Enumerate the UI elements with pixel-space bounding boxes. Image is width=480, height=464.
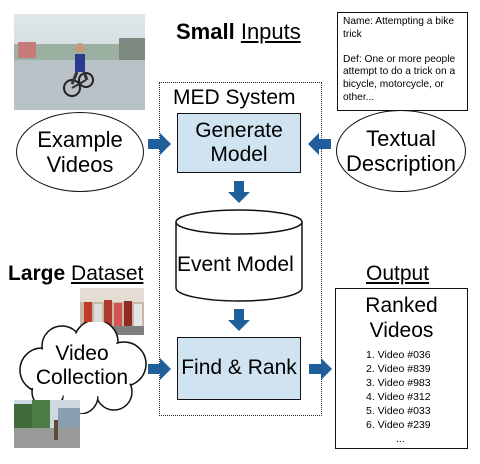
list-item: 1. Video #036 <box>366 349 431 362</box>
dataset-label: Dataset <box>71 262 144 285</box>
video-collection-label: Video Collection <box>35 342 129 390</box>
ranked-videos-title: Ranked Videos <box>365 294 438 343</box>
video-collection-cloud <box>19 322 147 414</box>
find-rank-label: Find & Rank <box>181 356 297 380</box>
list-more: ... <box>396 433 405 446</box>
large-label: Large <box>8 262 66 285</box>
event-name-text: Name: Attempting a bike trick <box>343 16 454 40</box>
small-inputs-heading: Small Inputs <box>176 19 301 45</box>
list-item: 3. Video #983 <box>366 377 431 390</box>
event-description-box: Name: Attempting a bike trick Def: One o… <box>337 12 468 111</box>
list-item: 6. Video #239 <box>366 419 431 432</box>
event-model-label: Event Model <box>177 253 294 276</box>
large-dataset-heading: Large Dataset <box>8 262 143 286</box>
med-system-container <box>159 82 322 416</box>
output-heading: Output <box>366 262 430 285</box>
list-item: 2. Video #839 <box>366 363 431 376</box>
ranked-videos-box: Ranked Videos 1. Video #036 2. Video #83… <box>335 288 468 449</box>
textual-description-node: Textual Description <box>336 110 466 192</box>
list-item: 5. Video #033 <box>366 405 431 418</box>
example-videos-label: Example Videos <box>37 126 123 177</box>
example-videos-node: Example Videos <box>16 112 144 192</box>
event-model-cylinder <box>175 209 303 302</box>
generate-model-box: Generate Model <box>177 113 301 173</box>
generate-model-label: Generate Model <box>195 118 283 166</box>
find-rank-box: Find & Rank <box>177 337 301 400</box>
small-label: Small <box>176 19 235 44</box>
inputs-label: Inputs <box>240 19 301 44</box>
textual-description-label: Textual Description <box>345 125 457 176</box>
list-item: 4. Video #312 <box>366 391 431 404</box>
event-definition-text: Def: One or more people attempt to do a … <box>343 53 456 103</box>
ranked-videos-list: 1. Video #036 2. Video #839 3. Video #98… <box>366 349 467 447</box>
street-photo <box>14 400 80 448</box>
med-system-title: MED System <box>173 86 296 109</box>
bike-trick-photo <box>14 14 145 110</box>
